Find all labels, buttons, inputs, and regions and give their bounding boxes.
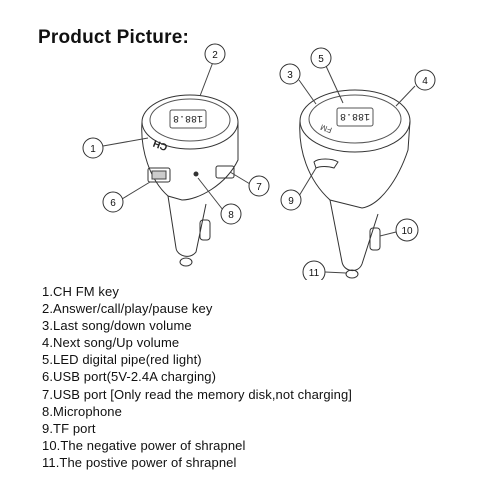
legend-item: 2.Answer/call/play/pause key [42, 301, 213, 317]
callout-circle-10 [395, 218, 419, 242]
callout-circle-11 [302, 260, 326, 280]
left-display-panel [169, 109, 207, 129]
callout-numbers: 1 2 3 4 5 6 7 8 9 10 11 [90, 50, 428, 279]
legend-item: 4.Next song/Up volume [42, 335, 180, 351]
usb-port-left-inner [151, 170, 167, 180]
callout-circle-4 [414, 69, 436, 91]
legend-item: 1.CH FM key [42, 284, 119, 299]
fm-key-label: FM [319, 122, 333, 135]
callout-number-8: 8 [228, 210, 234, 221]
callout-circle-8 [220, 203, 242, 225]
left-device [141, 94, 239, 267]
callout-number-2: 2 [212, 50, 218, 61]
callout-number-3: 3 [287, 70, 293, 81]
callout-circle-3 [279, 63, 301, 85]
callout-circle-6 [102, 191, 124, 213]
legend-item: 9.TF port [42, 420, 96, 436]
legend-item: 3.Last song/down volume [42, 318, 192, 334]
leader-1 [102, 137, 149, 147]
legend-list: 1.CH FM key 2.Answer/call/play/pause key… [42, 283, 352, 471]
right-device-ring [308, 94, 402, 144]
left-tip-contact [179, 257, 193, 267]
legend-item: 11.The postive power of shrapnel [42, 454, 237, 470]
callout-number-9: 9 [288, 196, 294, 207]
leader-8 [197, 177, 224, 211]
right-display-text: 188.8 [340, 110, 370, 121]
right-device-shaft [329, 199, 379, 271]
legend-item: 8.Microphone [42, 403, 122, 419]
leader-7 [229, 171, 251, 185]
right-tip-contact [345, 269, 359, 279]
product-diagram: 188.8 188.8 CH FM 1 2 3 4 5 6 7 8 9 10 1… [82, 43, 436, 280]
callout-number-11: 11 [309, 268, 320, 279]
microphone-icon [193, 171, 199, 177]
callout-number-5: 5 [318, 54, 324, 65]
legend-item: 6.USB port(5V-2.4A charging) [42, 369, 217, 385]
ch-key-label: CH [152, 137, 169, 152]
leader-3 [298, 79, 317, 105]
left-side-contact [199, 219, 211, 241]
right-side-contact [369, 227, 381, 251]
usb-port-right [215, 165, 235, 179]
usb-port-left [147, 167, 171, 183]
leader-6 [121, 181, 151, 200]
leader-11 [324, 271, 347, 274]
left-device-shaft [167, 195, 207, 257]
callout-circle-5 [310, 47, 332, 69]
right-display-panel [336, 107, 374, 127]
callout-leaders [102, 61, 416, 274]
callout-number-4: 4 [422, 76, 428, 87]
legend-item: 5.LED digital pipe(red light) [42, 352, 202, 368]
left-device-ring [149, 98, 231, 142]
callout-number-1: 1 [90, 144, 96, 155]
callout-circles [82, 43, 436, 280]
tf-slot [313, 158, 339, 169]
right-device-body [299, 120, 411, 209]
callout-circle-9 [280, 189, 302, 211]
callout-number-10: 10 [401, 226, 413, 237]
leader-5 [325, 65, 344, 104]
left-device-body [141, 121, 239, 201]
callout-number-7: 7 [256, 182, 262, 193]
callout-circle-1 [82, 137, 104, 159]
callout-circle-7 [248, 175, 270, 197]
right-device [299, 89, 411, 279]
page-title: Product Picture: [38, 27, 189, 48]
left-display-text: 188.8 [173, 112, 203, 123]
legend-item: 10.The negative power of shrapnel [42, 437, 246, 453]
callout-circle-2 [204, 43, 226, 65]
callout-number-6: 6 [110, 198, 116, 209]
leader-9 [298, 167, 317, 197]
leader-4 [395, 85, 416, 107]
leader-2 [199, 61, 214, 97]
leader-10 [379, 231, 397, 237]
legend-item: 7.USB port [Only read the memory disk,no… [42, 386, 353, 402]
